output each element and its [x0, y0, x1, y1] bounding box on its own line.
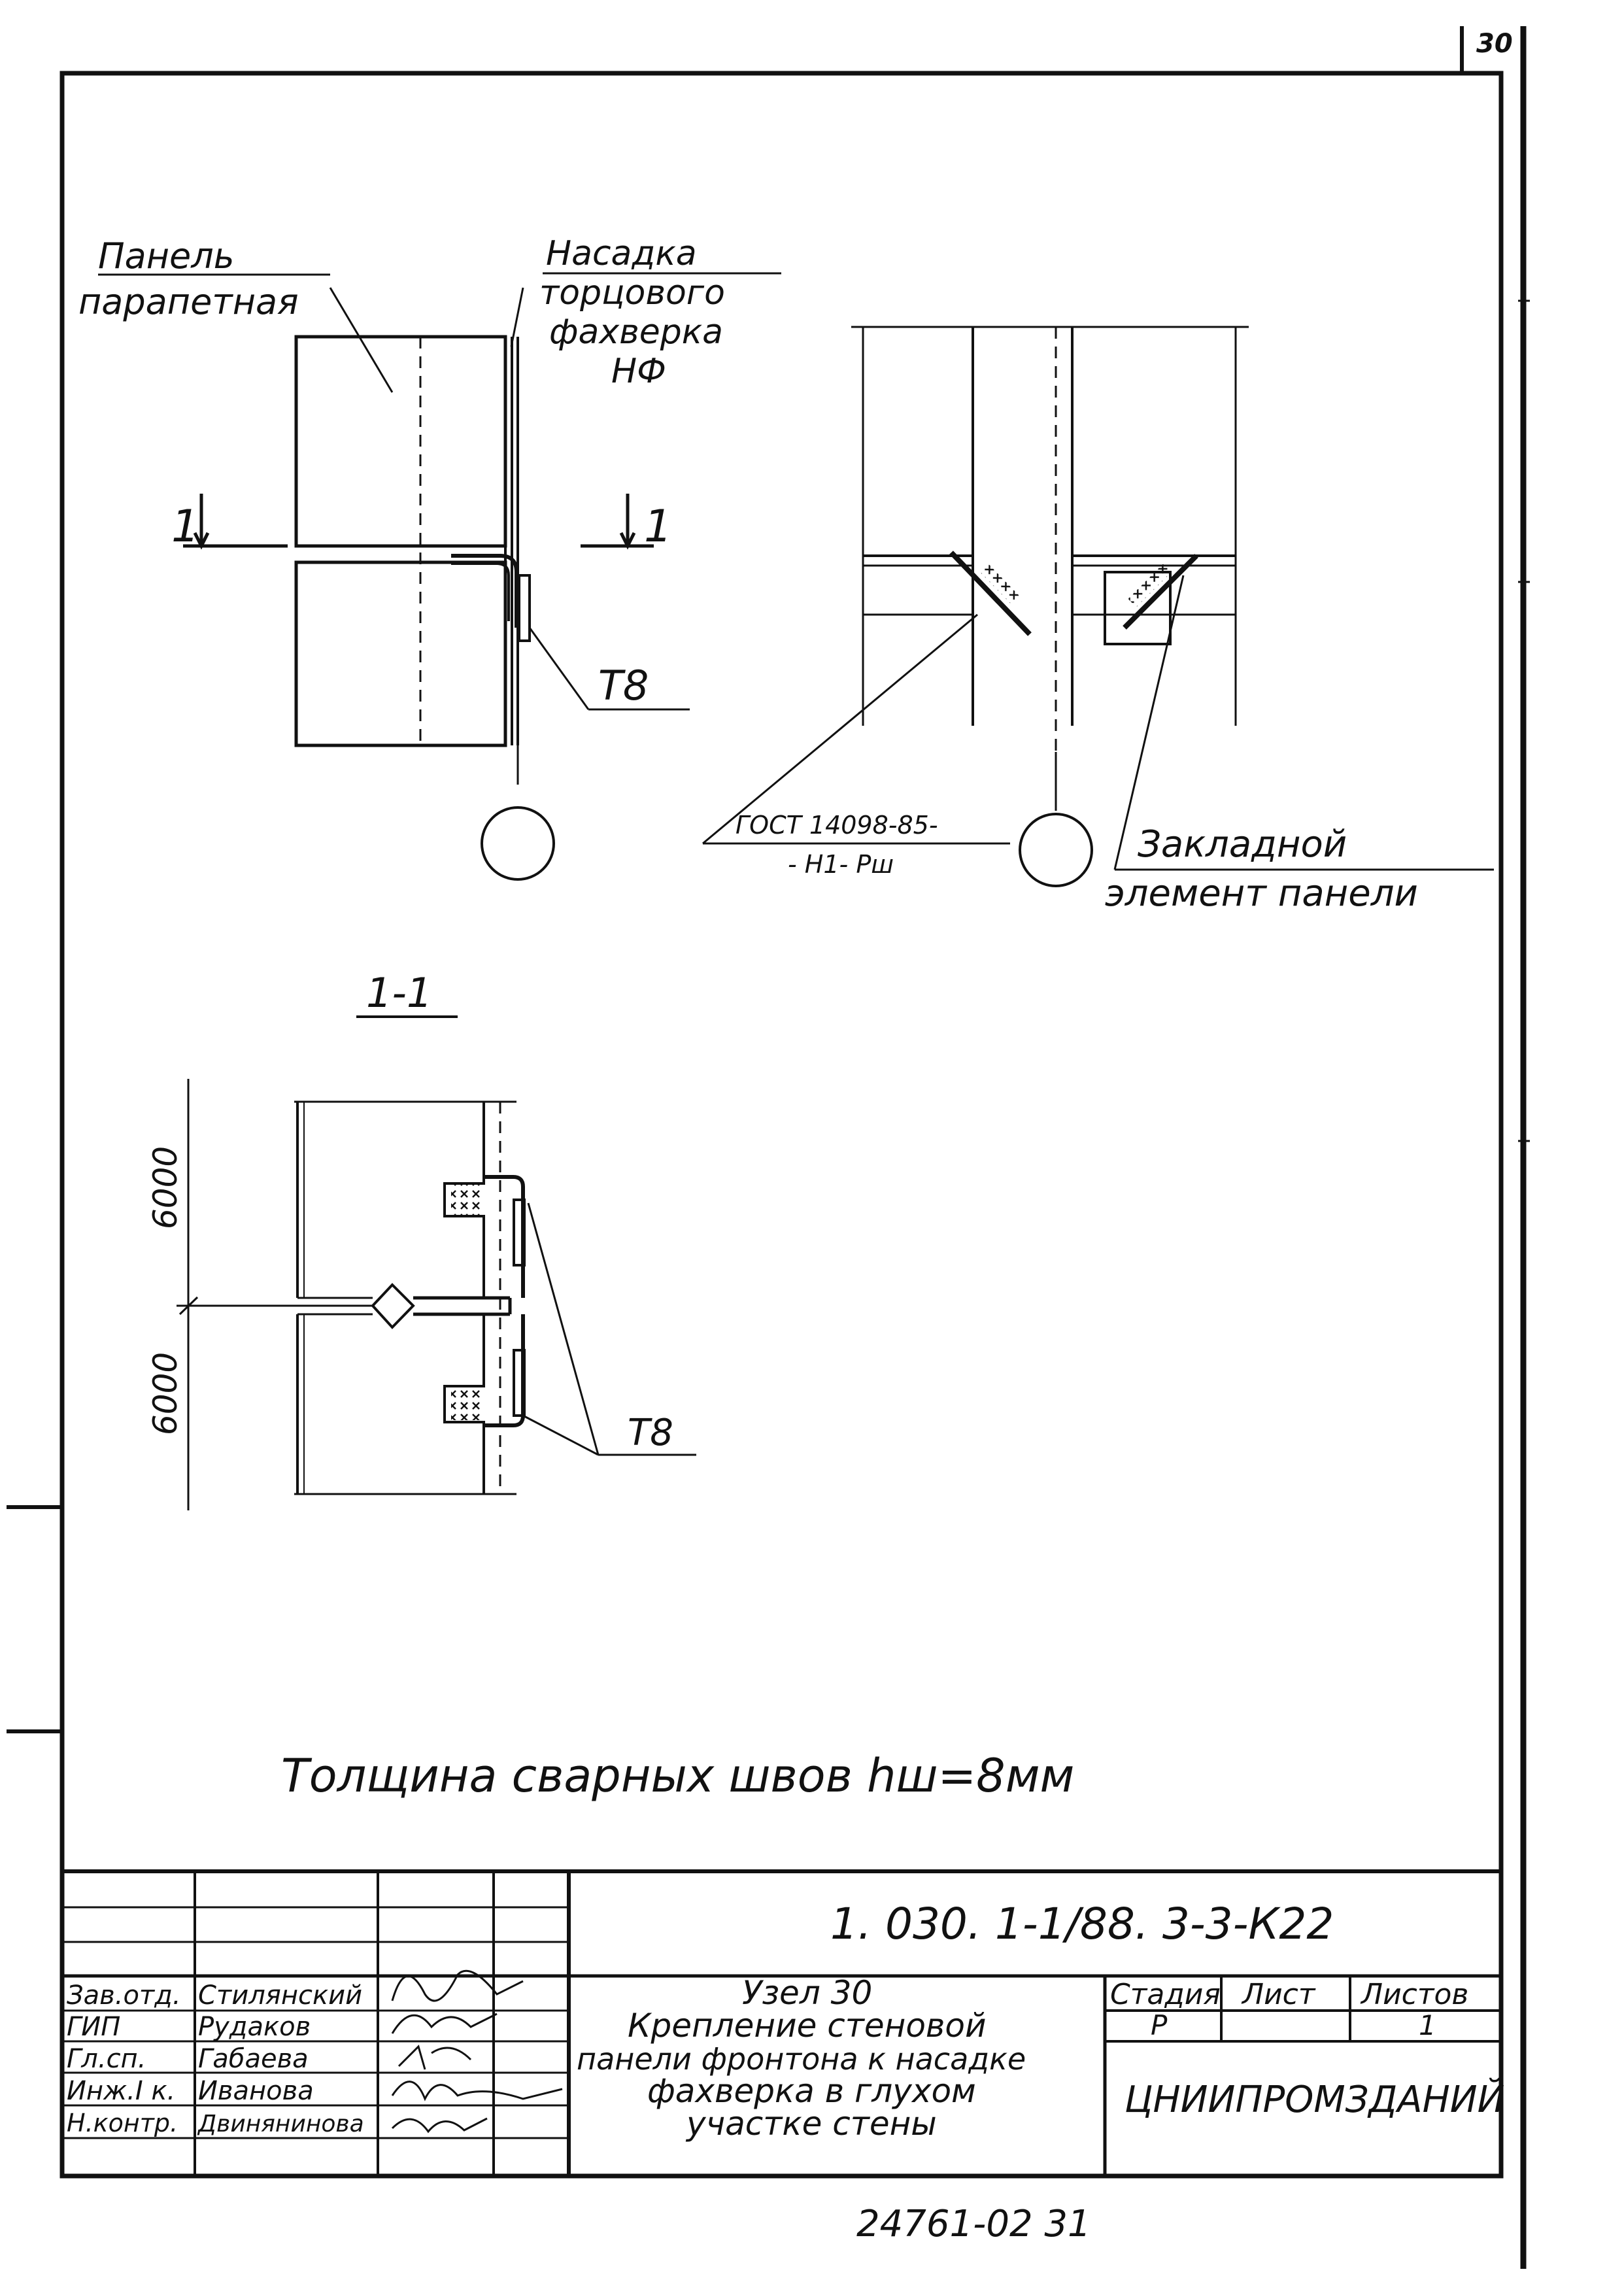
signature-name-4: Иванова [198, 2076, 314, 2106]
cut-marker-right: 1 [644, 501, 672, 552]
sheet-header: Лист [1241, 1978, 1316, 2011]
signature-role-1: Зав.отд. [67, 1980, 181, 2011]
signature-role-2: ГИП [67, 2012, 120, 2042]
signature-name-3: Габаева [198, 2044, 309, 2074]
cap-label-line4: НФ [611, 352, 666, 391]
dimension-top: 6000 [146, 1146, 184, 1229]
section-t8-label: Т8 [628, 1412, 673, 1454]
bottom-code: 24761-02 31 [856, 2203, 1091, 2245]
title-line-4: фахверка в глухом [647, 2072, 976, 2110]
panel-label-line2: парапетная [78, 281, 299, 322]
cap-label-line3: фахверка [549, 313, 723, 352]
cap-label-line1: Насадка [546, 234, 697, 273]
title-line-1: Узел 30 [742, 1974, 872, 2012]
side-view: ГОСТ 14098-85- - Н1- Рш Закладной элемен… [702, 326, 1494, 915]
title-line-5: участке стены [685, 2105, 937, 2143]
signature-role-3: Гл.сп. [67, 2044, 146, 2074]
signature-role-4: Инж.I к. [67, 2076, 175, 2106]
corner-sheet-number: 30 [1476, 29, 1513, 59]
document-code: 1. 030. 1-1/88. 3-3-К22 [830, 1899, 1334, 1949]
sheets-value: 1 [1419, 2009, 1436, 2041]
weld-thickness-note: Толщина сварных швов hш=8мм [281, 1749, 1074, 1803]
elevation-view: 1 1 Панель парапетная Насадка торцового … [78, 234, 781, 881]
elevation-t8-label: Т8 [598, 662, 649, 709]
signature-name-2: Рудаков [198, 2012, 311, 2042]
signature-role-5: Н.контр. [67, 2109, 178, 2137]
embed-label-line1: Закладной [1138, 823, 1347, 866]
sheet-frame: 30 [7, 26, 1530, 2269]
sheets-header: Листов [1360, 1978, 1468, 2011]
stage-header: Стадия [1110, 1978, 1221, 2011]
embed-label-line2: элемент панели [1105, 872, 1418, 915]
signature-scribble-3 [398, 2045, 472, 2070]
axis-marker-circle [481, 806, 555, 881]
section-1-1: 1-1 Т8 6000 6000 [146, 969, 696, 1510]
panel-label-line1: Панель [98, 235, 235, 277]
section-title: 1-1 [366, 969, 432, 1017]
dimension-bottom: 6000 [146, 1352, 184, 1435]
title-block: 1. 030. 1-1/88. 3-3-К22 Узел 30 Креплени… [62, 1869, 1505, 2176]
upper-parapet-panel [294, 335, 507, 548]
signature-scribble-5 [391, 2117, 488, 2134]
cap-label-line2: торцового [539, 273, 725, 313]
stage-value: Р [1151, 2009, 1168, 2041]
cut-marker-left: 1 [171, 501, 199, 552]
signature-scribble-1 [391, 1969, 524, 2002]
signature-name-5: Двинянинова [197, 2111, 364, 2137]
lower-parapet-panel [294, 560, 507, 747]
signature-scribble-4 [391, 2081, 563, 2101]
signature-name-1: Стилянский [198, 1980, 362, 2011]
signature-scribble-2 [391, 2013, 498, 2034]
title-line-2: Крепление стеновой [628, 2007, 986, 2045]
organization-name: ЦНИИПРОМЗДАНИЙ [1125, 2079, 1505, 2121]
axis-marker-circle-right [1019, 813, 1093, 887]
title-line-3: панели фронтона к насадке [577, 2041, 1026, 2077]
gost-label-line2: - Н1- Рш [788, 850, 894, 879]
gost-label-line1: ГОСТ 14098-85- [736, 811, 938, 840]
